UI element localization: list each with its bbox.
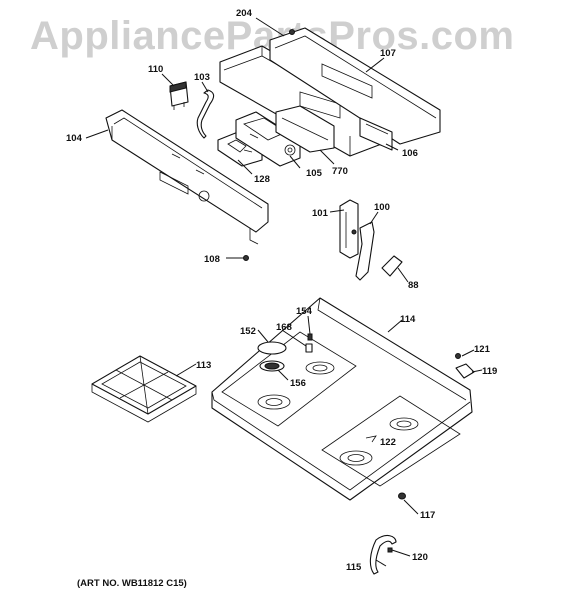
callout-121: 121 [474,344,491,355]
callout-88: 88 [408,280,419,291]
control-panel-104 [105,109,269,245]
grommet-117 [398,492,406,500]
callout-120: 120 [412,552,428,563]
callout-110: 110 [148,64,163,75]
knob-88 [381,255,403,277]
side-bracket-100 [355,221,375,281]
callout-770: 770 [332,166,348,177]
grate-113 [91,355,197,423]
relay-110 [169,81,189,110]
hinge-119 [455,363,475,379]
bracket-770 [275,105,335,153]
callout-204: 204 [236,8,253,19]
wire-103 [196,89,215,139]
electronic-control-105 [235,111,301,167]
side-bracket-101 [339,199,359,259]
callout-100: 100 [374,202,390,213]
leader-lines [85,17,483,567]
callout-154: 154 [296,306,313,317]
top-cap-107 [269,27,441,145]
burner-right-front [339,450,373,466]
burner-left-front [257,394,291,410]
screw-108 [238,255,249,261]
callout-114: 114 [400,314,416,325]
spark-electrode-154 [307,333,313,341]
tube-115 [369,534,397,575]
orifice-168 [305,343,313,353]
burner-head-156 [259,360,285,372]
callout-104: 104 [66,133,83,144]
callout-numbers: 204 107 110 103 104 128 105 770 106 101 … [66,8,497,573]
callout-113: 113 [196,360,211,371]
callout-103: 103 [194,72,210,83]
callout-101: 101 [312,208,329,219]
callout-105: 105 [306,168,323,179]
screw-121 [455,353,461,359]
callout-107: 107 [380,48,396,59]
callout-128: 128 [254,174,270,185]
burner-cap-152 [257,341,287,355]
burner-right-rear [389,417,419,431]
callout-168: 168 [276,322,292,333]
clip-120 [387,547,393,553]
callout-115: 115 [346,562,362,573]
callout-108: 108 [204,254,220,265]
bracket-106 [359,117,393,151]
art-number-label: (ART NO. WB11812 C15) [77,578,187,589]
callout-117: 117 [420,510,435,521]
burner-left-rear [305,361,335,375]
callout-122: 122 [380,437,396,448]
callout-152: 152 [240,326,256,337]
callout-119: 119 [482,366,497,377]
callout-156: 156 [290,378,306,389]
callout-106: 106 [402,148,418,159]
